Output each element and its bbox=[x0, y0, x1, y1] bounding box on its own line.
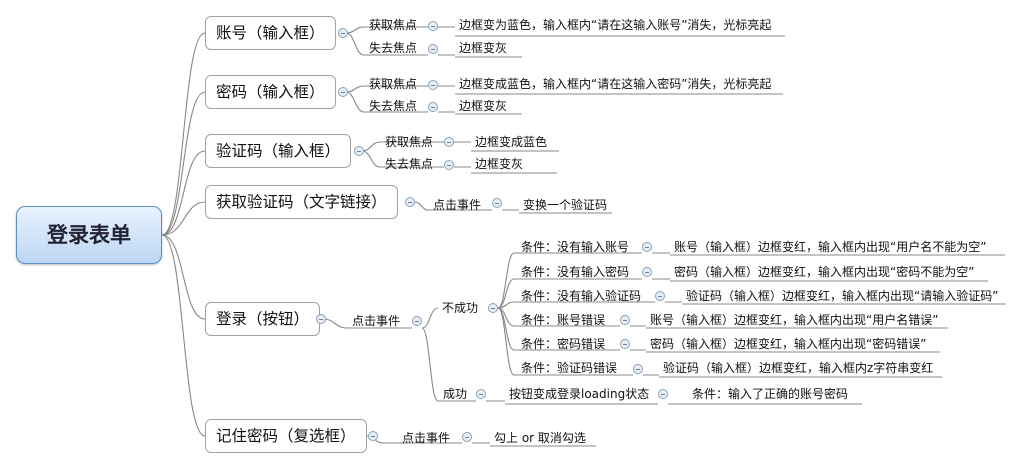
login-fail[interactable]: 不成功 bbox=[442, 301, 479, 315]
collapse-icon[interactable] bbox=[354, 146, 364, 156]
account-blur[interactable]: 失去焦点 bbox=[369, 41, 418, 55]
condition-5[interactable]: 条件：验证码错误 bbox=[521, 361, 618, 375]
collapse-icon[interactable] bbox=[642, 242, 652, 252]
collapse-icon[interactable] bbox=[492, 198, 502, 208]
node-remember-checkbox[interactable]: 记住密码（复选框） bbox=[205, 419, 367, 453]
get-captcha-result[interactable]: 变换一个验证码 bbox=[523, 198, 608, 212]
condition-1-result[interactable]: 密码（输入框）边框变红，输入框内出现“密码不能为空” bbox=[674, 265, 975, 279]
collapse-icon[interactable] bbox=[412, 316, 422, 326]
collapse-icon[interactable] bbox=[316, 314, 326, 324]
collapse-icon[interactable] bbox=[642, 267, 652, 277]
condition-0-result[interactable]: 账号（输入框）边框变红，输入框内出现“用户名不能为空” bbox=[674, 240, 987, 254]
password-blur[interactable]: 失去焦点 bbox=[369, 99, 418, 113]
condition-4-result[interactable]: 密码（输入框）边框变红，输入框内出现“密码错误” bbox=[650, 337, 927, 351]
collapse-icon[interactable] bbox=[462, 432, 472, 442]
account-blur-result[interactable]: 边框变灰 bbox=[459, 41, 508, 55]
login-success-condition[interactable]: 条件：输入了正确的账号密码 bbox=[692, 387, 849, 401]
collapse-icon[interactable] bbox=[428, 21, 438, 31]
collapse-icon[interactable] bbox=[476, 389, 486, 399]
condition-4[interactable]: 条件：密码错误 bbox=[521, 337, 606, 351]
login-success-result[interactable]: 按钮变成登录loading状态 bbox=[509, 387, 650, 401]
node-captcha-input[interactable]: 验证码（输入框） bbox=[205, 134, 352, 168]
root-node[interactable]: 登录表单 bbox=[16, 206, 162, 264]
collapse-icon[interactable] bbox=[633, 364, 643, 374]
login-success[interactable]: 成功 bbox=[443, 387, 468, 401]
collapse-icon[interactable] bbox=[405, 197, 415, 207]
captcha-focus[interactable]: 获取焦点 bbox=[385, 135, 434, 149]
condition-0[interactable]: 条件：没有输入账号 bbox=[521, 240, 630, 254]
node-login-button[interactable]: 登录（按钮） bbox=[205, 302, 321, 336]
collapse-icon[interactable] bbox=[620, 339, 630, 349]
collapse-icon[interactable] bbox=[428, 80, 438, 90]
collapse-icon[interactable] bbox=[488, 303, 498, 313]
collapse-icon[interactable] bbox=[428, 102, 438, 112]
condition-5-result[interactable]: 验证码（输入框）边框变红，输入框内z字符串变红 bbox=[663, 361, 934, 375]
node-get-captcha-link[interactable]: 获取验证码（文字链接） bbox=[205, 185, 398, 219]
condition-2-result[interactable]: 验证码（输入框）边框变红，输入框内出现“请输入验证码” bbox=[686, 289, 999, 303]
condition-3-result[interactable]: 账号（输入框）边框变红，输入框内出现“用户名错误” bbox=[650, 313, 939, 327]
password-blur-result[interactable]: 边框变灰 bbox=[459, 99, 508, 113]
password-focus[interactable]: 获取焦点 bbox=[369, 77, 418, 91]
collapse-icon[interactable] bbox=[620, 315, 630, 325]
collapse-icon[interactable] bbox=[428, 44, 438, 54]
collapse-icon[interactable] bbox=[338, 28, 348, 38]
collapse-icon[interactable] bbox=[655, 291, 665, 301]
captcha-blur-result[interactable]: 边框变灰 bbox=[475, 157, 524, 171]
collapse-icon[interactable] bbox=[368, 431, 378, 441]
node-password-input[interactable]: 密码（输入框） bbox=[205, 75, 336, 109]
collapse-icon[interactable] bbox=[444, 137, 454, 147]
condition-2[interactable]: 条件：没有输入验证码 bbox=[521, 289, 642, 303]
login-event[interactable]: 点击事件 bbox=[352, 314, 401, 328]
collapse-icon[interactable] bbox=[658, 389, 668, 399]
get-captcha-event[interactable]: 点击事件 bbox=[433, 198, 482, 212]
condition-3[interactable]: 条件：账号错误 bbox=[521, 313, 606, 327]
remember-result[interactable]: 勾上 or 取消勾选 bbox=[494, 431, 586, 445]
captcha-blur[interactable]: 失去焦点 bbox=[385, 157, 434, 171]
node-account-input[interactable]: 账号（输入框） bbox=[205, 16, 336, 50]
collapse-icon[interactable] bbox=[338, 87, 348, 97]
password-focus-result[interactable]: 边框变成蓝色，输入框内“请在这输入密码”消失，光标亮起 bbox=[459, 77, 772, 91]
remember-event[interactable]: 点击事件 bbox=[402, 431, 451, 445]
collapse-icon[interactable] bbox=[444, 160, 454, 170]
account-focus-result[interactable]: 边框变为蓝色，输入框内“请在这输入账号”消失，光标亮起 bbox=[459, 18, 772, 32]
condition-1[interactable]: 条件：没有输入密码 bbox=[521, 265, 630, 279]
account-focus[interactable]: 获取焦点 bbox=[369, 18, 418, 32]
captcha-focus-result[interactable]: 边框变成蓝色 bbox=[475, 135, 548, 149]
